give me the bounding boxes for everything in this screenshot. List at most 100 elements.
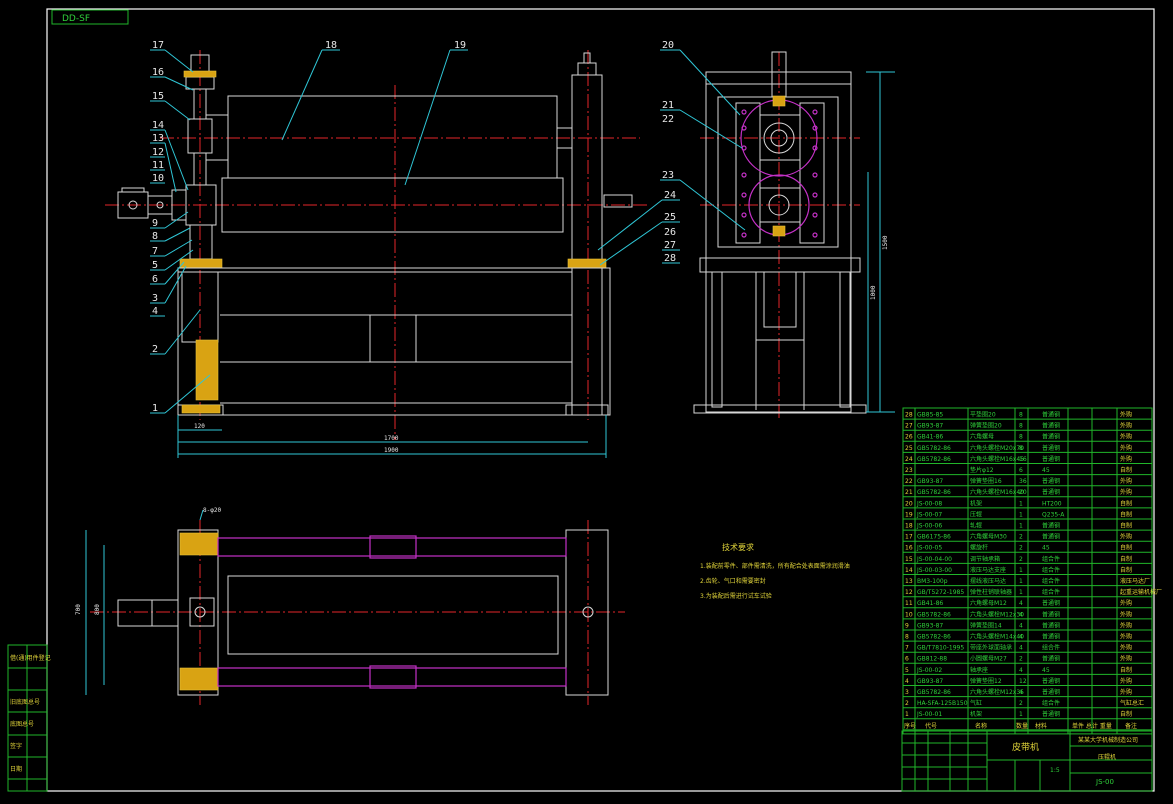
bom-cell-no: 9	[905, 622, 909, 629]
bom-cell-name: 液压马达支座	[970, 566, 1006, 574]
bom-cell-no: 27	[905, 423, 913, 430]
balloon-28: 28	[664, 253, 676, 264]
bom-cell-qty: 2	[1019, 534, 1023, 541]
bom-cell-name: 轧辊	[970, 522, 982, 530]
bom-cell-code: GB5782-86	[917, 689, 951, 696]
bom-cell-name: 六角螺母	[970, 433, 994, 441]
strip-label-4: 日期	[10, 765, 22, 773]
balloon-16: 16	[152, 67, 164, 78]
bom-cell-qty: 4	[1019, 600, 1023, 607]
bom-cell-code: GB41-86	[917, 600, 943, 607]
bom-cell-no: 4	[905, 678, 909, 685]
balloon-5: 5	[152, 260, 158, 271]
bom-cell-material: 普通钢	[1042, 455, 1060, 463]
title-scale: 1:5	[1050, 767, 1060, 774]
bom-cell-name: 螺旋杆	[970, 544, 988, 552]
balloon-19: 19	[454, 40, 466, 51]
bom-cell-qty: 2	[1019, 700, 1023, 707]
bom-cell-code: BM3-100p	[917, 578, 948, 585]
bom-cell-material: 普通钢	[1042, 688, 1060, 696]
tech-item-1: 1.装配前零件、部件需清洗，所有配合处表面需涂润滑油	[700, 562, 850, 570]
balloon-11: 11	[152, 160, 164, 171]
title-company: 某某大学机械制造公司	[1078, 736, 1138, 744]
bom-cell-remark: 自制	[1120, 499, 1132, 507]
bom-cell-no: 12	[905, 589, 913, 596]
bom-cell-material: 普通钢	[1042, 677, 1060, 685]
balloon-10: 10	[152, 173, 164, 184]
bom-cell-code: GB41-86	[917, 434, 943, 441]
bom-cell-remark: 外购	[1120, 488, 1132, 496]
strip-label-3: 签字	[10, 742, 22, 750]
bom-cell-remark: 自制	[1120, 544, 1132, 552]
bom-cell-name: 垫片φ12	[970, 466, 994, 474]
bom-cell-remark: 外购	[1120, 633, 1132, 641]
bom-cell-material: 45	[1042, 467, 1050, 474]
bom-cell-name: 弹性柱销联轴器	[970, 588, 1012, 596]
bom-cell-no: 28	[905, 412, 913, 419]
bom-cell-remark: 气缸总汇	[1120, 699, 1144, 707]
bom-cell-no: 14	[905, 567, 913, 574]
title-block: 皮带机 某某大学机械制造公司 压辊机 JS-00 1:5	[901, 730, 1153, 792]
bom-cell-remark: 自制	[1120, 710, 1132, 718]
bom-cell-code: GB5782-86	[917, 611, 951, 618]
bom-header-cell: 数量	[1016, 722, 1028, 730]
drawing-code-top: DD-SF	[62, 14, 90, 24]
bom-cell-material: 普通钢	[1042, 621, 1060, 629]
bom-cell-name: 调节轴承箱	[970, 555, 1000, 563]
balloon-24: 24	[664, 190, 676, 201]
bom-cell-no: 23	[905, 467, 913, 474]
bom-cell-code: GB812-88	[917, 656, 947, 663]
bom-cell-code: GB5782-86	[917, 445, 951, 452]
bom-cell-name: 六角螺母M12	[970, 599, 1007, 607]
bom-cell-code: JS-00-08	[916, 500, 942, 507]
dim-1500: 1500	[882, 235, 889, 250]
bom-cell-name: 摆线液压马达	[970, 577, 1006, 585]
bom-cell-remark: 自制	[1120, 555, 1132, 563]
bom-header-cell: 代号	[925, 722, 937, 730]
bom-cell-material: 普通钢	[1042, 444, 1060, 452]
bom-cell-code: JS-00-06	[916, 523, 942, 530]
bom-cell-code: HA-SFA-125B150	[917, 700, 968, 707]
bom-cell-remark: 外购	[1120, 477, 1132, 485]
tech-item-3: 3.为装配后需进行试车试验	[700, 592, 772, 600]
bom-cell-material: 普通钢	[1042, 433, 1060, 441]
bom-cell-qty: 12	[1019, 678, 1027, 685]
balloon-14: 14	[152, 120, 164, 131]
bom-cell-name: 轴承座	[970, 666, 988, 674]
bom-cell-no: 20	[905, 500, 913, 507]
bom-cell-no: 19	[905, 511, 913, 518]
bom-cell-qty: 4	[1019, 622, 1023, 629]
bom-cell-qty: 6	[1019, 467, 1023, 474]
bom-cell-name: 六角螺母M30	[970, 533, 1007, 541]
bom-cell-remark: 外购	[1120, 422, 1132, 430]
bom-cell-name: 弹簧垫圈16	[970, 477, 1002, 485]
bom-cell-code: GB93-87	[917, 478, 943, 485]
balloon-13: 13	[152, 133, 164, 144]
dim-1000: 1000	[870, 285, 877, 300]
balloon-15: 15	[152, 91, 164, 102]
bom-cell-remark: 外购	[1120, 433, 1132, 441]
bom-cell-material: 45	[1042, 667, 1050, 674]
bom-cell-qty: 8	[1019, 412, 1023, 419]
bom-cell-code: JS-00-05	[916, 545, 942, 552]
balloons-left: 17 16 15 14 13 12 11 10 9 8 7 5 6	[150, 40, 211, 414]
tech-item-2: 2.齿轮、气口和需要密封	[700, 577, 766, 585]
bom-cell-code: GB5782-86	[917, 634, 951, 641]
bom-cell-material: 45	[1042, 545, 1050, 552]
bom-cell-no: 5	[905, 667, 909, 674]
balloon-20: 20	[662, 40, 674, 51]
bom-cell-code: GB93-87	[917, 423, 943, 430]
bom-cell-code: GB/T7810-1995	[917, 645, 964, 652]
tech-requirements: 技术要求 1.装配前零件、部件需清洗，所有配合处表面需涂润滑油 2.齿轮、气口和…	[700, 542, 850, 600]
bom-cell-no: 10	[905, 611, 913, 618]
bom-cell-code: GB93-87	[917, 678, 943, 685]
bom-cell-qty: 1	[1019, 589, 1023, 596]
bom-cell-no: 15	[905, 556, 913, 563]
bom-cell-name: 六角头螺栓M12x35	[970, 688, 1024, 696]
balloon-2: 2	[152, 344, 158, 355]
bom-cell-name: 机架	[970, 710, 982, 718]
front-view: 120 1700 1900 17 16 15 14 13 12 11 10 9	[105, 40, 650, 458]
bom-cell-material: 普通钢	[1042, 710, 1060, 718]
bom-cell-material: HT200	[1042, 500, 1062, 507]
